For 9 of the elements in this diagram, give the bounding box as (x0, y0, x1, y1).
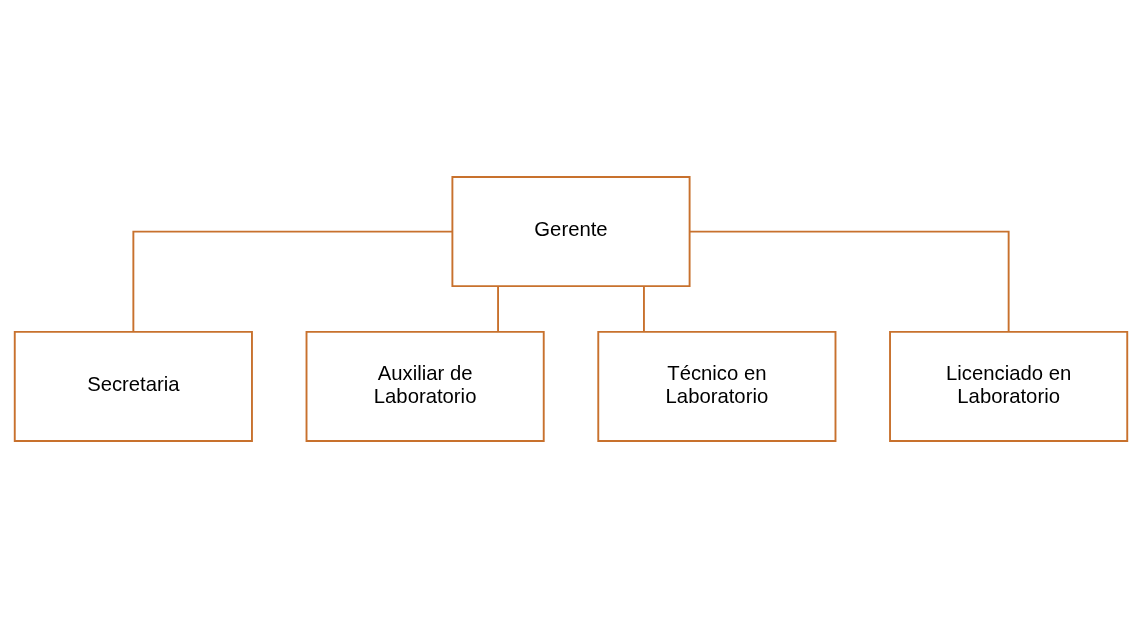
connector (689, 230, 1010, 333)
node-box: Gerente (451, 175, 691, 287)
node-box: Licenciado en Laboratorio (889, 330, 1129, 442)
connector (643, 284, 645, 333)
connector (497, 284, 499, 333)
node-box: Auxiliar de Laboratorio (305, 330, 545, 442)
connector (132, 230, 453, 333)
node-box: Técnico en Laboratorio (597, 330, 837, 442)
node-box: Secretaria (13, 330, 253, 442)
